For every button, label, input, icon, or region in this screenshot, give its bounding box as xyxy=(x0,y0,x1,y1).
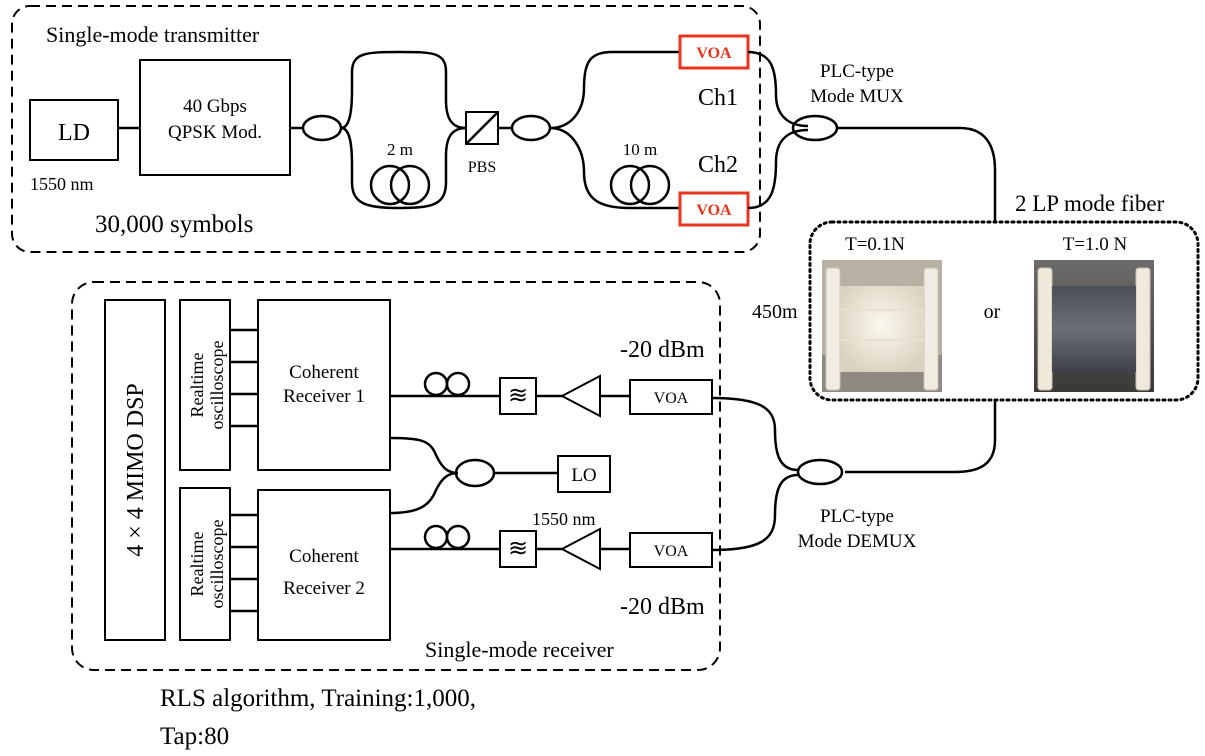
pc-2a-icon xyxy=(423,524,449,550)
delay-arm-lower xyxy=(340,126,467,210)
lo-to-rx2-fiber xyxy=(389,471,459,515)
voa-rx-bottom-box xyxy=(629,532,713,568)
oscilloscope-2-box xyxy=(179,487,231,641)
ld-label: LD xyxy=(58,120,90,146)
oscilloscope-1-label-line1: Realtime xyxy=(187,353,207,418)
spool2-label: T=1.0 N xyxy=(1063,234,1128,255)
ch1-label: Ch1 xyxy=(698,85,738,111)
rx1-scope-links xyxy=(230,328,258,428)
rx2-scope-links xyxy=(230,513,258,613)
symbols-label: 30,000 symbols xyxy=(95,211,253,238)
spool-photo-dark xyxy=(1034,260,1154,392)
mimo-dsp-box xyxy=(104,299,166,641)
filter-1-icon: ≋ xyxy=(508,383,528,409)
filter-2-box xyxy=(499,530,537,568)
demux-label-line1: PLC-type xyxy=(820,506,894,527)
voa-rx-bottom-label: VOA xyxy=(654,543,689,560)
mux-to-fiber-span xyxy=(837,126,997,222)
fiber-boundary xyxy=(808,220,1200,402)
fiber-length-label: 450m xyxy=(752,301,798,323)
oscilloscope-2-label-line2: oscilloscope xyxy=(207,520,227,609)
spool-photo-white xyxy=(822,260,942,392)
lo-label: LO xyxy=(571,465,596,486)
transmitter-title: Single-mode transmitter xyxy=(46,22,260,47)
oscilloscope-1-box xyxy=(179,299,231,471)
delay-coil-2m-a xyxy=(369,164,411,206)
pc-1a-icon xyxy=(423,371,449,397)
delay-coil-10m-b xyxy=(629,164,671,206)
coherent-receiver-2-box xyxy=(257,489,391,641)
mimo-dsp-label: 4 × 4 MIMO DSP xyxy=(123,383,149,557)
demux-to-voa-bottom-fiber xyxy=(711,473,799,552)
oscilloscope-2-label-line1: Realtime xyxy=(187,532,207,597)
arm-to-voa-ch1 xyxy=(549,50,680,130)
oscilloscope-1-label-line2: oscilloscope xyxy=(207,341,227,430)
mux-label-line1: PLC-type xyxy=(820,61,894,82)
fiber-title: 2 LP mode fiber xyxy=(1015,191,1165,216)
demux-to-voa-top-fiber xyxy=(711,396,799,472)
filter-2-icon: ≋ xyxy=(508,536,528,562)
or-label: or xyxy=(984,301,1001,323)
transmitter-boundary xyxy=(11,5,761,253)
delay-arm-upper xyxy=(340,50,467,130)
arm-to-voa-ch2 xyxy=(549,126,680,210)
ld-wavelength: 1550 nm xyxy=(30,174,94,194)
spool1-label: T=0.1N xyxy=(845,234,905,255)
fiber-to-demux-span xyxy=(845,400,997,474)
ld-box xyxy=(29,99,119,161)
voa-rx-top-box xyxy=(629,379,713,415)
ch2-to-mux-fiber xyxy=(747,128,809,210)
pc-1b-icon xyxy=(445,371,471,397)
delay-long-label: 10 m xyxy=(623,140,657,159)
mode-demux-icon xyxy=(796,458,844,486)
demux-label-line2: Mode DEMUX xyxy=(798,531,917,552)
coupler-2-icon xyxy=(510,114,552,142)
receiver-title: Single-mode receiver xyxy=(425,637,614,662)
voa-ch2-label: VOA xyxy=(696,202,732,219)
rx1-label-line1: Coherent xyxy=(289,362,359,383)
amplifier-2-icon xyxy=(559,527,601,571)
modulator-label-line2: QPSK Mod. xyxy=(168,122,262,143)
mode-mux-icon xyxy=(791,114,839,142)
modulator-label-line1: 40 Gbps xyxy=(183,96,247,117)
mux-label-line2: Mode MUX xyxy=(810,86,904,107)
pbs-label: PBS xyxy=(468,159,496,176)
voa-rx-top-label: VOA xyxy=(654,390,689,407)
power-top-label: -20 dBm xyxy=(620,337,705,363)
receiver-boundary xyxy=(71,281,721,671)
lo-to-rx1-fiber xyxy=(389,436,459,475)
coherent-receiver-1-box xyxy=(257,299,391,471)
rx2-label-line2: Receiver 2 xyxy=(283,578,365,599)
lo-wavelength: 1550 nm xyxy=(532,509,596,529)
amplifier-1-icon xyxy=(559,374,601,418)
qpsk-modulator-box xyxy=(139,59,291,176)
power-bottom-label: -20 dBm xyxy=(620,594,705,620)
ch1-to-mux-fiber xyxy=(747,50,809,128)
footer-line1: RLS algorithm, Training:1,000, xyxy=(160,685,476,712)
footer-line2: Tap:80 xyxy=(160,723,229,750)
coupler-1-icon xyxy=(301,114,343,142)
delay-coil-10m-a xyxy=(609,164,651,206)
lo-splitter-icon xyxy=(454,458,496,488)
pbs-diagonal xyxy=(465,111,499,145)
rx1-label-line2: Receiver 1 xyxy=(283,386,365,407)
voa-ch1-label: VOA xyxy=(696,45,732,62)
delay-short-label: 2 m xyxy=(387,140,413,159)
pc-2b-icon xyxy=(445,524,471,550)
lo-box xyxy=(557,455,611,493)
rx2-label-line1: Coherent xyxy=(289,546,359,567)
delay-coil-2m-b xyxy=(389,164,431,206)
ch2-label: Ch2 xyxy=(698,152,738,178)
